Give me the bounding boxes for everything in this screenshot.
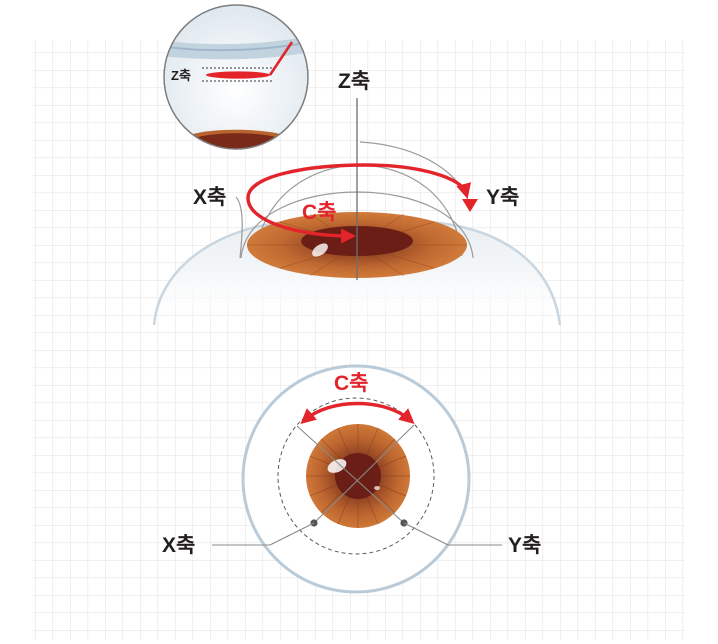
inset-frame bbox=[163, 4, 309, 150]
front-y-axis-line bbox=[313, 424, 415, 524]
top-y-axis-label: Y축 bbox=[486, 186, 519, 209]
eye-front-view: C축 X축 Y축 bbox=[162, 364, 541, 594]
y-axis-leader-bottom bbox=[403, 522, 449, 546]
c-axis-double-arrow bbox=[300, 401, 415, 425]
eye-side-view: Z축 X축 Y축 C축 bbox=[152, 70, 562, 326]
bottom-y-axis-label: Y축 bbox=[508, 534, 541, 557]
front-x-axis-line bbox=[296, 425, 405, 524]
inset-laser-path bbox=[268, 41, 294, 76]
top-c-axis-label: C축 bbox=[302, 201, 337, 224]
bottom-x-axis-label: X축 bbox=[162, 534, 195, 557]
inset-z-axis-label: Z축 bbox=[171, 68, 191, 83]
inset-cornea-layer bbox=[164, 36, 308, 60]
dashed-rotation-circle bbox=[277, 397, 435, 555]
top-z-axis-label: Z축 bbox=[338, 70, 370, 93]
inset-magnifier: Z축 bbox=[163, 4, 309, 150]
x-axis-leader-bottom bbox=[269, 522, 315, 546]
inset-laser-cut bbox=[206, 71, 270, 79]
x-axis-leader bbox=[235, 196, 243, 259]
glare-highlight bbox=[312, 243, 328, 257]
c-axis-rotation-arrow bbox=[246, 163, 472, 244]
glare-front bbox=[327, 459, 347, 473]
pupil-front bbox=[335, 453, 381, 499]
top-x-axis-label: X축 bbox=[193, 186, 226, 209]
bottom-c-axis-label: C축 bbox=[334, 372, 369, 395]
